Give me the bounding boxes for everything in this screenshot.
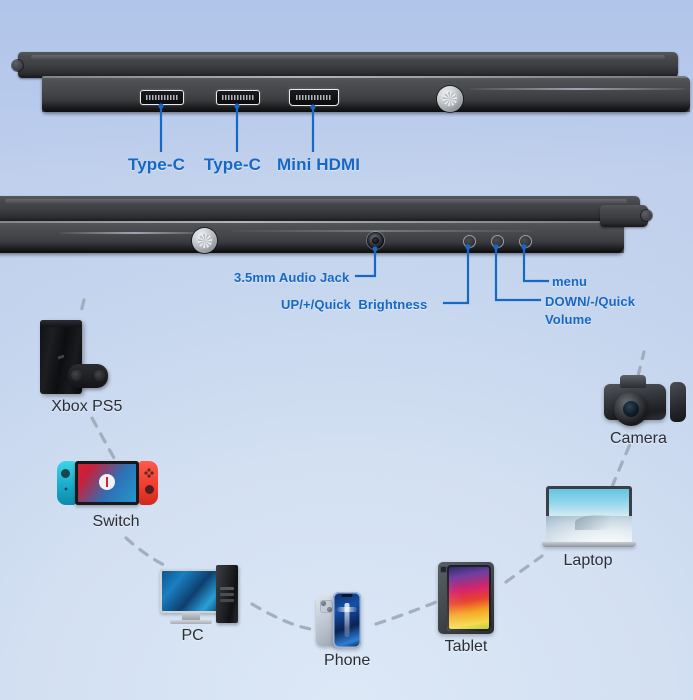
port-type-c-2[interactable] [216,90,260,105]
camera-grip [670,382,686,422]
bottom-monitor-lid [0,196,640,222]
camera-viewfinder-prism [620,375,646,388]
device-label-switch: Switch [92,513,140,530]
menu-button[interactable] [519,235,532,248]
joycon-right-icon [139,461,158,505]
lid-gloss [4,198,628,205]
device-laptop[interactable]: Laptop [542,486,642,569]
monitor-foot [170,620,212,624]
laptop-icon [546,486,632,542]
bottom-monitor-hinge [192,228,217,253]
label-down-button: DOWN/-/Quick [545,294,636,309]
nintendo-switch-icon [75,461,139,505]
label-audio-jack: 3.5mm Audio Jack [234,270,350,285]
audio-jack[interactable] [367,232,384,249]
joycon-left-stick [61,469,70,478]
label-type-c-2: Type-C [204,155,261,174]
desktop-computer-icon [160,569,222,613]
label-menu-button: menu [552,274,588,289]
device-phone[interactable]: Phone [316,592,376,672]
device-xbox-ps5[interactable]: Xbox PS5 [34,320,144,416]
up-button[interactable] [463,235,476,248]
bottom-body-seam-2 [232,230,532,232]
camera-lens-icon [614,392,648,426]
port-type-c-1[interactable] [140,90,184,105]
bottom-body-seam [60,232,208,234]
label-type-c-1: Type-C [128,155,185,174]
phone-wallpaper-ray [344,603,350,637]
device-label-tablet: Tablet [444,638,488,655]
device-label-xbox-ps5: Xbox PS5 [51,398,123,415]
body-lower-shade [42,99,690,112]
game-controller-icon [68,364,108,388]
device-tablet[interactable]: Tablet [438,562,508,655]
label-up-button: UP/+/Quick Brightness [281,297,428,312]
hinge-spokes [197,233,212,248]
phone-notch [341,594,353,597]
laptop-base [542,542,636,547]
smartphone-icon [333,592,361,648]
device-label-camera: Camera [609,430,667,447]
body-edge-highlight [42,76,690,78]
device-camera[interactable]: Camera [604,374,686,450]
label-down-button-line2: Volume [545,312,592,327]
body-lower-shade [0,242,624,253]
device-label-pc: PC [181,627,204,644]
lid-left-knob [12,60,23,71]
port-pins [222,95,254,100]
port-mini-hdmi[interactable] [289,89,339,106]
down-button[interactable] [491,235,504,248]
switch-logo-icon [99,474,115,491]
port-pins [146,95,178,100]
hinge-spokes [442,91,458,107]
port-pins [295,94,333,101]
device-label-laptop: Laptop [563,552,613,569]
tablet-icon [438,562,494,634]
pc-tower-icon [216,565,238,623]
label-mini-hdmi: Mini HDMI [277,155,361,174]
bottom-monitor-right-cap [600,205,648,227]
body-edge-highlight [0,221,624,223]
joycon-left-icon [57,461,76,505]
tablet-screen [447,565,491,631]
phone-wallpaper-ray-2 [337,606,357,612]
top-body-seam [470,88,685,90]
bottom-right-knob [641,210,652,221]
joycon-right-buttons [144,468,154,478]
laptop-wallpaper-ridge [575,515,626,530]
top-monitor-hinge [437,86,463,112]
tablet-camera-icon [440,566,447,573]
joycon-right-stick [145,485,154,494]
joycon-left-dpad [62,485,70,493]
device-switch[interactable]: Switch [57,461,175,539]
top-monitor-lid [18,52,678,78]
phone-camera-module-icon [320,600,333,613]
monitor-stand [182,613,200,620]
device-pc[interactable]: PC [160,565,256,647]
device-label-phone: Phone [324,652,371,669]
lid-gloss [31,54,665,61]
